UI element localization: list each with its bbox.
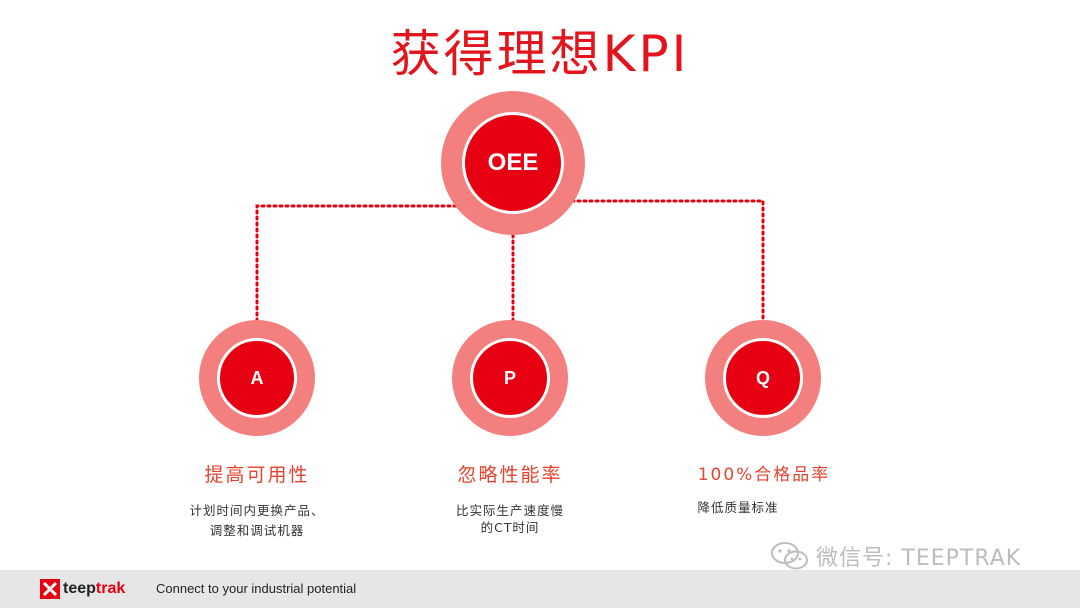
- quality-heading: 100%合格品率: [697, 465, 831, 485]
- wechat-icon: [771, 542, 808, 570]
- performance-desc-line1: 比实际生产速度慢: [455, 503, 564, 518]
- footer-tagline: Connect to your industrial potential: [156, 581, 357, 596]
- availability-desc-line2: 调整和调试机器: [209, 523, 305, 538]
- performance-node: P: [452, 320, 568, 436]
- connector-left: [255, 204, 464, 322]
- connector-right: [564, 199, 765, 322]
- performance-desc-line2: 的CT时间: [480, 520, 540, 535]
- availability-node: A: [199, 320, 315, 436]
- quality-letter: Q: [723, 338, 803, 418]
- availability-letter: A: [217, 338, 297, 418]
- quality-desc-line1: 降低质量标准: [697, 500, 779, 515]
- performance-letter: P: [470, 338, 550, 418]
- performance-heading: 忽略性能率: [457, 464, 563, 486]
- logo-mark-icon: [40, 579, 60, 599]
- logo-text-red: trak: [95, 580, 126, 597]
- wechat-watermark: 微信号: TEEPTRAK: [770, 540, 1021, 572]
- availability-desc-line1: 计划时间内更换产品、: [189, 503, 325, 518]
- oee-label: OEE: [462, 112, 564, 214]
- oee-node: OEE: [441, 91, 585, 235]
- page-title: 获得理想KPI: [390, 25, 690, 83]
- logo-text-dark: teep: [63, 580, 96, 597]
- watermark-text: 微信号: TEEPTRAK: [816, 546, 1022, 571]
- availability-heading: 提高可用性: [204, 464, 310, 486]
- quality-node: Q: [705, 320, 821, 436]
